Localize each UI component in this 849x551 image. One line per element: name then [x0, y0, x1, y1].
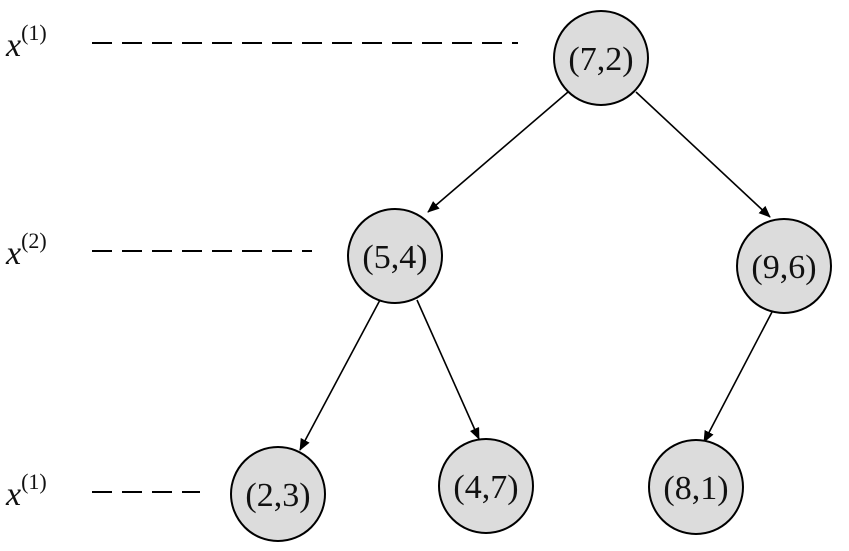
tree-node-7-2: (7,2) [553, 10, 649, 106]
level-row-3: x(1) [5, 469, 200, 513]
tree-edges [299, 91, 773, 451]
node-label: (9,6) [751, 249, 816, 286]
node-circle [438, 438, 534, 534]
node-label: (5,4) [362, 239, 427, 276]
tree-node-2-3: (2,3) [230, 446, 326, 542]
level-row-2: x(2) [5, 228, 312, 272]
level-3-label: x(1) [5, 469, 47, 513]
edge-5-4-to-2-3 [299, 299, 381, 451]
node-circle [648, 439, 744, 535]
level-1-label: x(1) [5, 20, 47, 64]
node-circle [553, 10, 649, 106]
tree-node-5-4: (5,4) [347, 208, 443, 304]
node-label: (8,1) [663, 470, 728, 507]
tree-node-4-7: (4,7) [438, 438, 534, 534]
node-circle [736, 218, 832, 314]
edge-7-2-to-9-6 [635, 91, 771, 218]
level-row-1: x(1) [5, 20, 518, 64]
node-circle [347, 208, 443, 304]
node-label: (4,7) [453, 469, 518, 506]
node-circle [230, 446, 326, 542]
node-label: (7,2) [568, 41, 633, 78]
edge-5-4-to-4-7 [416, 299, 480, 440]
tree-node-9-6: (9,6) [736, 218, 832, 314]
tree-node-8-1: (8,1) [648, 439, 744, 535]
level-2-label: x(2) [5, 228, 47, 272]
edge-9-6-to-8-1 [703, 311, 773, 443]
node-label: (2,3) [245, 477, 310, 514]
edge-7-2-to-5-4 [427, 91, 569, 213]
